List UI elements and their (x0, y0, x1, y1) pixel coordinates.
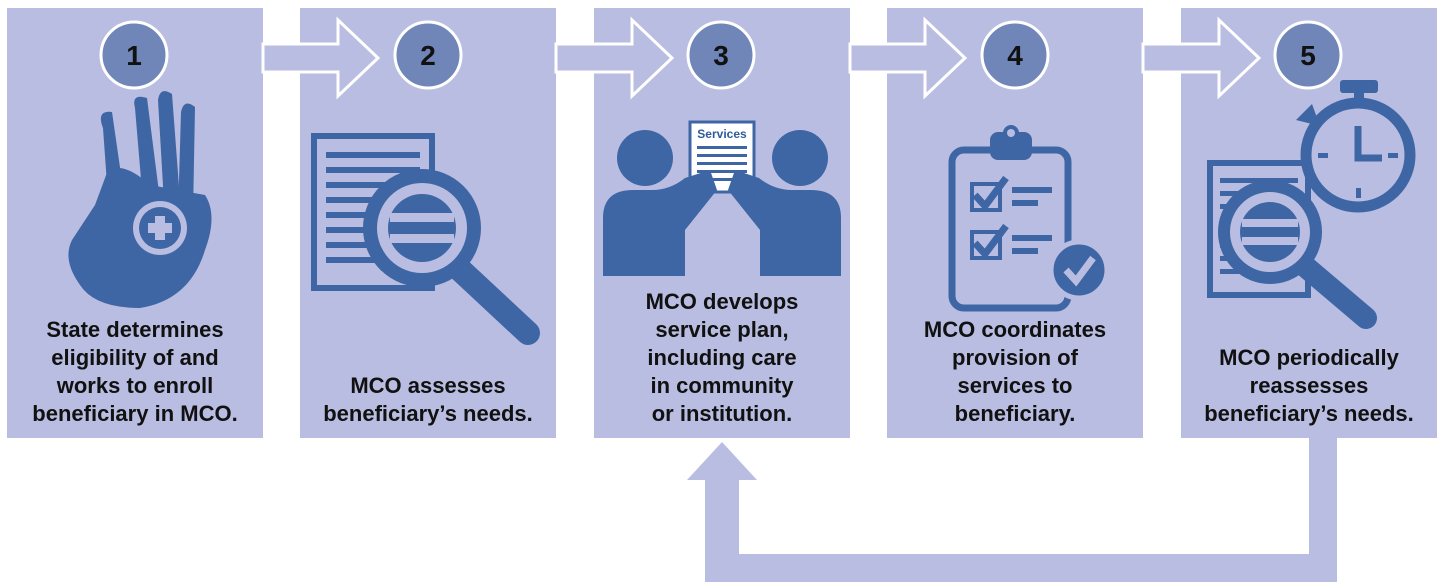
step-4-line-2: provision of (952, 345, 1079, 370)
step-5-number-badge (1273, 20, 1343, 90)
step-2-number-badge (393, 20, 463, 90)
step-5-line-3: beneficiary’s needs. (1204, 401, 1414, 426)
arrow-step2-to-step3 (554, 16, 675, 100)
step-5-line-2: reassesses (1250, 373, 1369, 398)
step-4-line-4: beneficiary. (955, 401, 1076, 426)
loop-arrow-step5-to-step3 (687, 438, 1337, 582)
step-1-number: 1 (126, 40, 142, 71)
arrow-step1-to-step2 (261, 16, 381, 100)
document-magnifier-stopwatch-icon (1207, 80, 1416, 329)
step-3-number: 3 (713, 40, 729, 71)
step-1-description: State determines eligibility of and work… (32, 317, 237, 426)
step-4-number: 4 (1007, 40, 1023, 71)
step-4-description: MCO coordinates provision of services to… (924, 317, 1106, 426)
step-5-number: 5 (1300, 40, 1316, 71)
step-2-line-2: beneficiary’s needs. (323, 401, 533, 426)
clipboard-checklist-icon (948, 125, 1110, 312)
step-1-line-2: eligibility of and (51, 345, 218, 370)
step-3-line-2: service plan, (655, 317, 788, 342)
step-4-line-3: services to (958, 373, 1073, 398)
step-3-number-badge (686, 20, 756, 90)
services-document-label: Services (697, 127, 747, 141)
two-people-holding-services-document-icon: Services (603, 120, 841, 276)
step-2-number: 2 (420, 40, 436, 71)
step-3-line-4: in community (650, 373, 794, 398)
step-1-line-4: beneficiary in MCO. (32, 401, 237, 426)
step-5-description: MCO periodically reassesses beneficiary’… (1204, 345, 1414, 426)
arrow-step3-to-step4 (848, 16, 968, 100)
step-1-number-badge (99, 20, 169, 90)
step-1-line-3: works to enroll (56, 373, 213, 398)
step-4-line-1: MCO coordinates (924, 317, 1106, 342)
document-magnifier-icon (311, 133, 540, 345)
step-3-line-5: or institution. (652, 401, 793, 426)
step-1-line-1: State determines (46, 317, 223, 342)
arrow-step4-to-step5 (1141, 16, 1262, 100)
step-3-line-3: including care (647, 345, 796, 370)
step-3-description: MCO develops service plan, including car… (646, 289, 799, 426)
ok-hand-with-medical-cross-icon (68, 91, 212, 308)
step-2-description: MCO assesses beneficiary’s needs. (323, 373, 533, 426)
step-2-line-1: MCO assesses (350, 373, 505, 398)
step-3-line-1: MCO develops (646, 289, 799, 314)
step-4-number-badge (980, 20, 1050, 90)
step-5-line-1: MCO periodically (1219, 345, 1399, 370)
